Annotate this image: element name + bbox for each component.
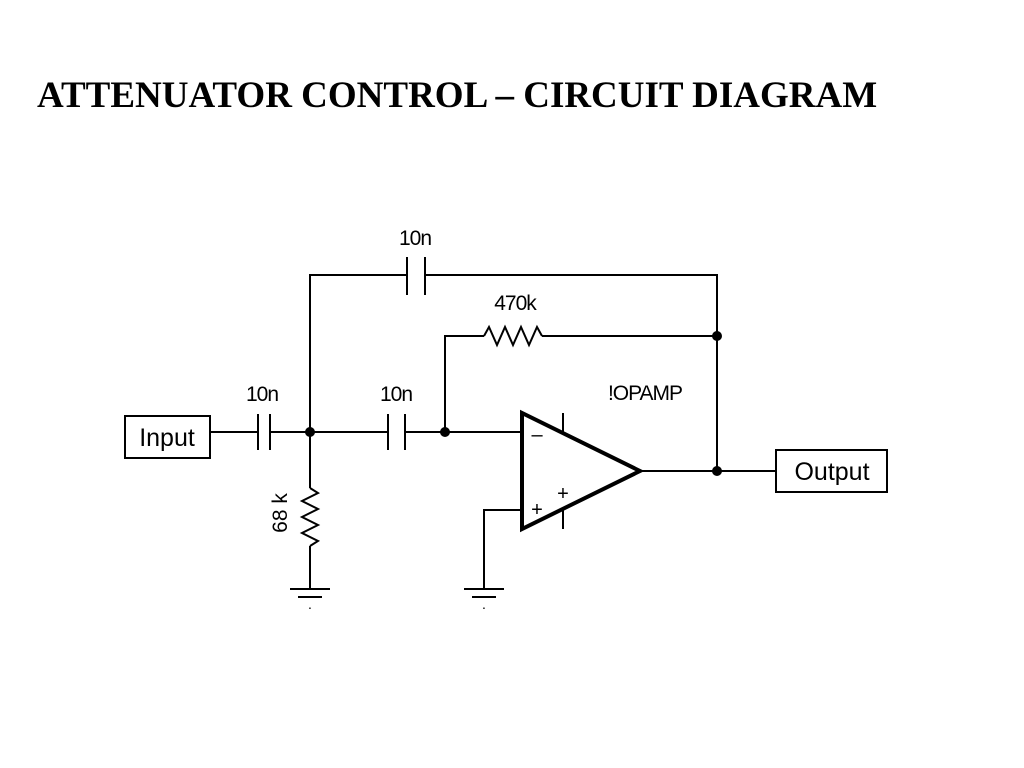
wire-noninverting-to-ground [483, 509, 522, 588]
wire-node-b-to-rf [444, 335, 484, 432]
capacitor-c1: 10n [246, 383, 279, 450]
ground-symbol-right: . [464, 588, 504, 612]
output-port-label: Output [794, 458, 869, 486]
opamp-plus-sign: + [531, 499, 543, 521]
opamp-label: !OPAMP [608, 382, 682, 405]
opamp-minus-sign: – [531, 424, 543, 446]
output-port: Output [775, 449, 888, 493]
input-port-box [124, 415, 211, 459]
ground-left-dot: . [308, 596, 312, 612]
junction-output [712, 466, 722, 476]
output-port-box [775, 449, 888, 493]
ground-right-dot: . [482, 596, 486, 612]
resistor-ground-zigzag [299, 487, 321, 547]
resistor-feedback: 470k [483, 292, 543, 348]
capacitor-feedback: 10n [399, 227, 432, 295]
wire-node-a-to-cf [309, 274, 407, 432]
resistor-feedback-label: 470k [494, 292, 537, 315]
slide-title: ATTENUATOR CONTROL – CIRCUIT DIAGRAM [37, 75, 878, 116]
opamp-triangle [520, 409, 645, 533]
capacitor-feedback-label: 10n [399, 227, 431, 250]
wire-cf-to-output-rail [425, 274, 718, 470]
capacitor-c1-label: 10n [246, 383, 278, 406]
capacitor-c2: 10n [380, 383, 413, 450]
resistor-ground-label: 68 k [269, 493, 292, 533]
opamp: – + + !OPAMP [520, 382, 683, 533]
ground-symbol-left: . [290, 588, 330, 612]
resistor-feedback-zigzag [483, 324, 543, 348]
capacitor-c2-label: 10n [380, 383, 412, 406]
opamp-supply-plus-sign: + [557, 483, 569, 505]
input-port-label: Input [139, 424, 195, 452]
junction-feedback-rail [712, 331, 722, 341]
input-port: Input [124, 415, 211, 459]
resistor-ground: 68 k [269, 432, 321, 588]
